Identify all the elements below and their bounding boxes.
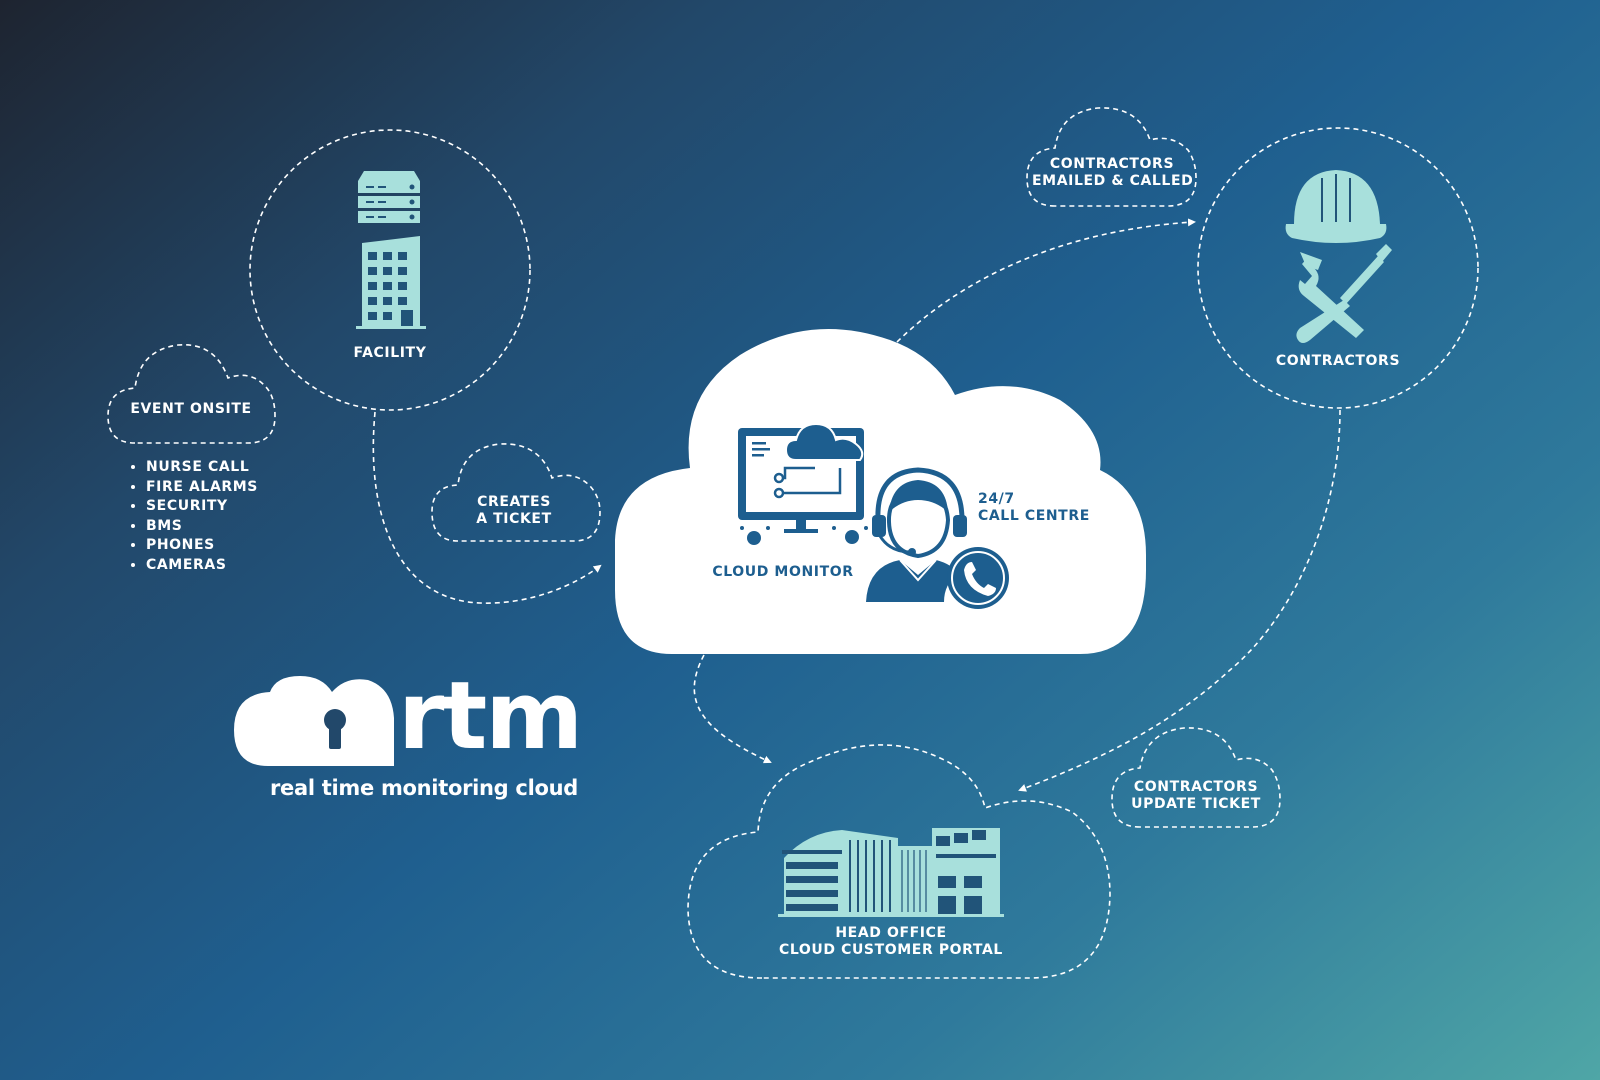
monitor-cloud-icon (738, 422, 868, 545)
event-type-item: BMS (146, 517, 258, 537)
building-icon (356, 236, 426, 329)
logo-tagline: real time monitoring cloud (270, 776, 578, 800)
server-rack-icon (358, 171, 420, 223)
event-type-item: NURSE CALL (146, 458, 258, 478)
contractors-emailed-label: CONTRACTORS EMAILED & CALLED (1032, 156, 1194, 189)
contractors-label: CONTRACTORS (1275, 353, 1401, 369)
arrow-facility-to-cloud (372, 411, 602, 604)
event-type-item: CAMERAS (146, 556, 258, 576)
head-office-building-icon (778, 828, 1004, 917)
arrow-cloud-to-contractors (896, 218, 1196, 343)
logo-wordmark: rtm (398, 662, 583, 771)
head-office-cloud (687, 744, 1111, 979)
cloud-monitor-label: CLOUD MONITOR (712, 564, 854, 580)
hard-hat-icon (1285, 170, 1387, 243)
contractors-update-label: CONTRACTORS UPDATE TICKET (1131, 779, 1261, 812)
call-centre-label: 24/7 CALL CENTRE (978, 491, 1090, 524)
contractors-emailed-cloud (1026, 107, 1197, 207)
facility-label: FACILITY (353, 345, 427, 361)
event-type-item: FIRE ALARMS (146, 478, 258, 498)
arrow-contractors-to-head-office (1018, 409, 1341, 792)
event-type-item: SECURITY (146, 497, 258, 517)
arrow-cloud-to-head-office (693, 654, 772, 764)
headset-agent-icon (866, 467, 967, 602)
event-onsite-cloud (107, 344, 276, 444)
head-office-label: HEAD OFFICE CLOUD CUSTOMER PORTAL (779, 925, 1003, 958)
event-types-list: NURSE CALL FIRE ALARMS SECURITY BMS PHON… (128, 458, 258, 575)
event-type-item: PHONES (146, 536, 258, 556)
phone-icon (947, 547, 1009, 609)
event-onsite-label: EVENT ONSITE (130, 401, 252, 417)
creates-ticket-label: CREATES A TICKET (476, 494, 552, 527)
wrench-screwdriver-icon (1296, 244, 1392, 343)
keyhole-cloud-icon (234, 676, 394, 766)
contractors-circle (1197, 127, 1479, 409)
contractors-update-cloud (1111, 727, 1281, 828)
facility-circle (249, 129, 531, 411)
